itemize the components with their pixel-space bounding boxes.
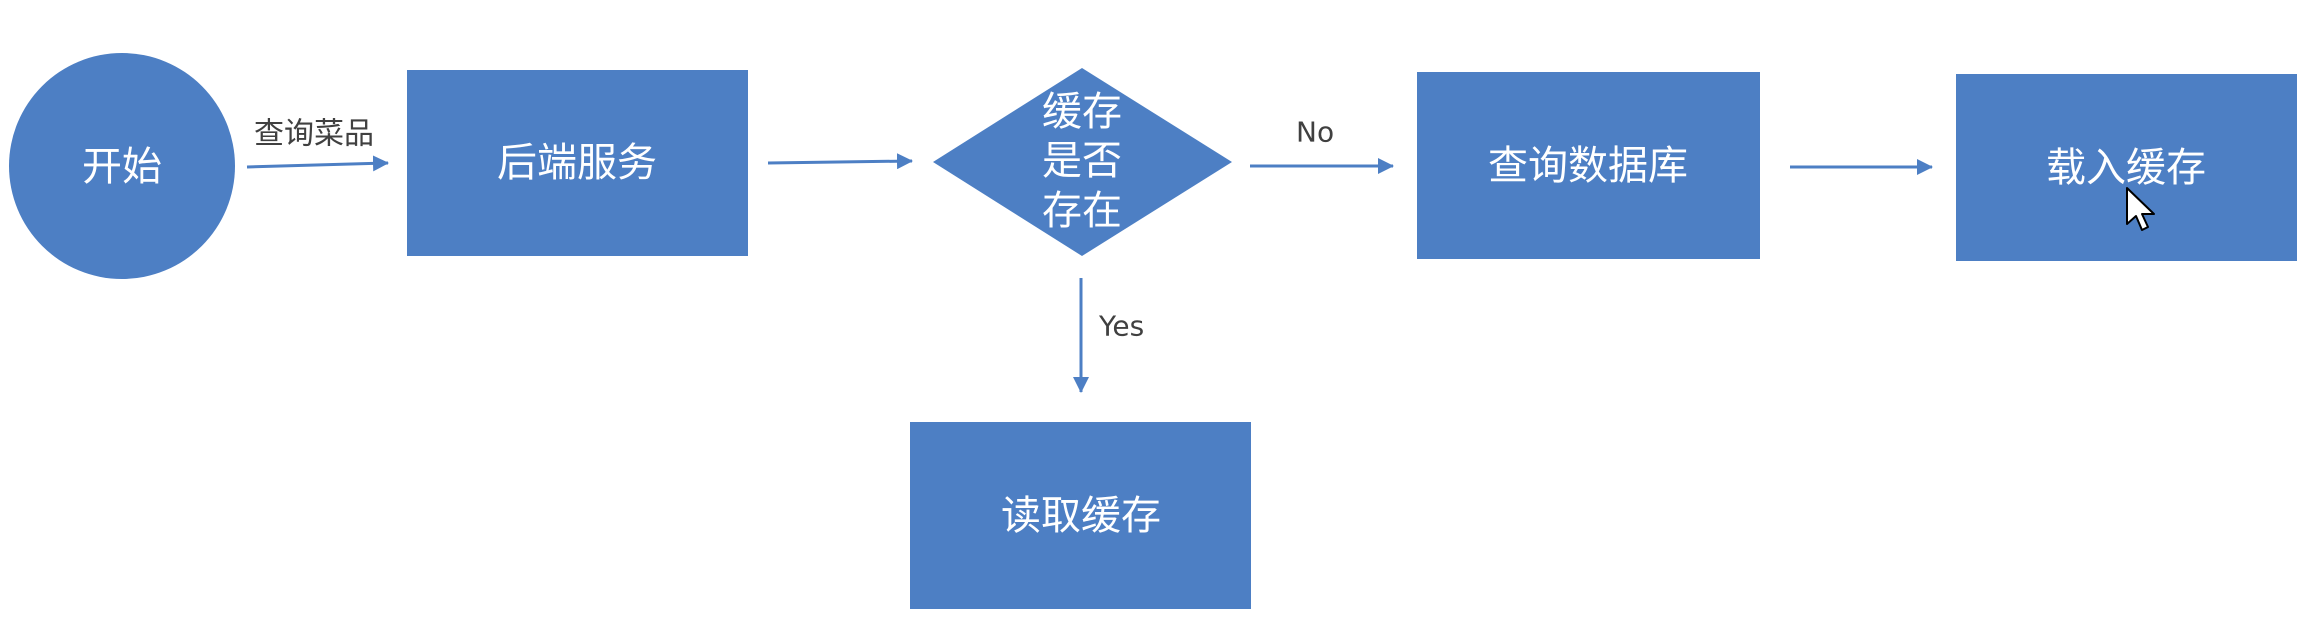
node-query-db: 查询数据库: [1417, 72, 1760, 259]
decision-label-line-1: 缓存: [1042, 89, 1122, 135]
start-circle: [9, 53, 235, 279]
arrow-start-to-backend: [246, 155, 389, 172]
mouse-pointer-icon: [2126, 187, 2155, 231]
decision-label-line-2: 是否: [1042, 138, 1122, 184]
edge-label-no: No: [1296, 116, 1334, 149]
read-cache-label: 读取缓存: [1001, 493, 1161, 539]
node-backend: 后端服务: [407, 70, 748, 256]
node-start: 开始: [9, 53, 235, 279]
query-db-label: 查询数据库: [1488, 143, 1688, 189]
node-read-cache: 读取缓存: [910, 422, 1251, 609]
edge-label-query-dishes: 查询菜品: [254, 117, 374, 152]
arrow-backend-to-decision: [767, 153, 913, 170]
backend-box: [407, 70, 748, 256]
edge-backend-to-decision: [767, 153, 913, 170]
load-cache-box: [1956, 74, 2297, 261]
node-load-cache: 载入缓存: [1956, 74, 2297, 261]
edge-decision-to-query: No: [1250, 116, 1394, 174]
edge-start-to-backend: 查询菜品: [246, 117, 389, 172]
node-decision: 缓存 是否 存在: [933, 68, 1232, 256]
edge-decision-to-read: Yes: [1073, 278, 1144, 393]
load-cache-label: 载入缓存: [2046, 145, 2206, 191]
read-cache-box: [910, 422, 1251, 609]
backend-label: 后端服务: [497, 140, 657, 186]
edge-label-yes: Yes: [1098, 310, 1144, 343]
start-label: 开始: [82, 144, 162, 190]
decision-diamond: [933, 68, 1232, 256]
query-db-box: [1417, 72, 1760, 259]
decision-label-line-3: 存在: [1042, 188, 1122, 234]
